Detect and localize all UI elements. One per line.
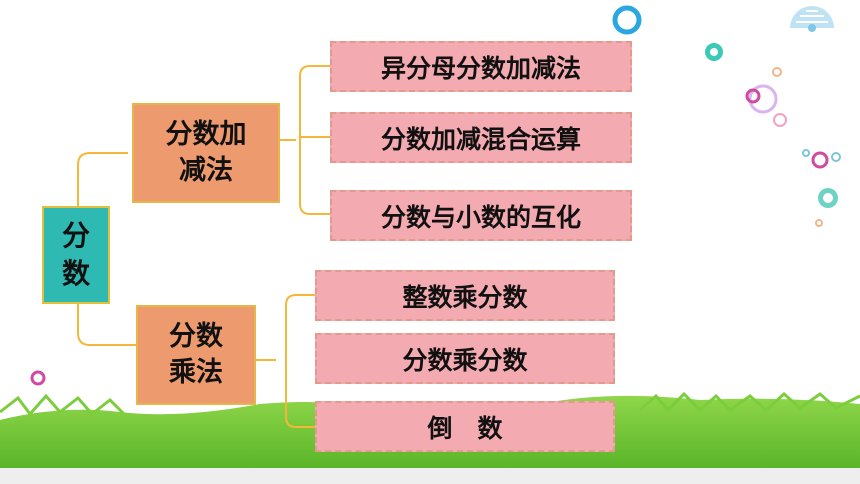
branch-node-addition-subtraction: 分数加 减法 [132, 103, 280, 203]
branch-label-line1: 分数 [169, 321, 223, 352]
leaf-node: 整数乘分数 [315, 270, 615, 321]
leaf-node: 分数乘分数 [315, 333, 615, 384]
branch-label-line2: 乘法 [169, 357, 223, 388]
bubble-icons [30, 5, 841, 386]
branch-label-line2: 减法 [179, 155, 233, 186]
root-label-line2: 数 [61, 257, 90, 290]
branch-node-multiplication: 分数 乘法 [136, 305, 256, 405]
branch-label-line1: 分数加 [165, 119, 247, 150]
leaf-node: 异分母分数加减法 [330, 41, 632, 92]
root-label-line1: 分 [61, 219, 90, 252]
connector-lines [77, 65, 330, 428]
leaf-node: 分数加减混合运算 [330, 112, 632, 163]
leaf-node: 倒 数 [315, 401, 615, 452]
root-node: 分 数 [42, 206, 110, 304]
leaf-node: 分数与小数的互化 [330, 190, 632, 241]
